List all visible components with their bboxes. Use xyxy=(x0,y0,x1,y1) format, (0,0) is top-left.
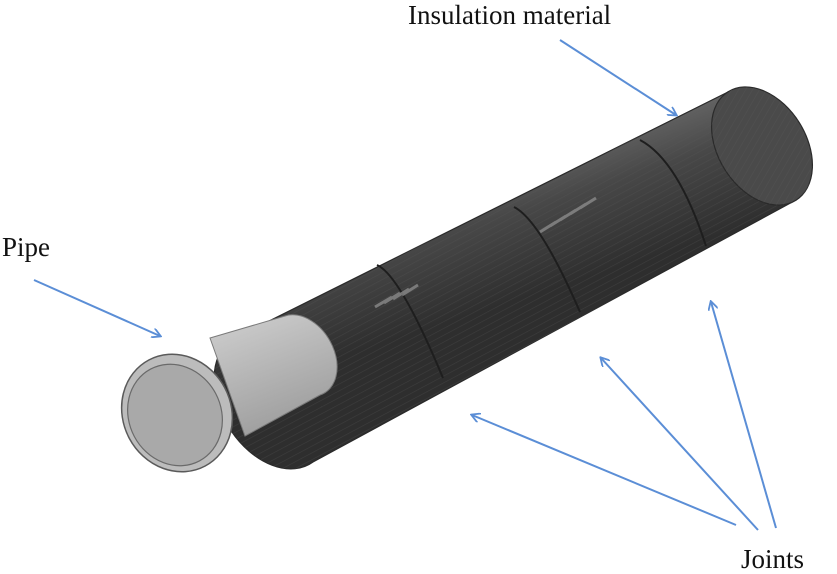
joints-label: Joints xyxy=(741,544,805,574)
pipe-body xyxy=(209,314,338,437)
pipe xyxy=(120,314,338,473)
arrows xyxy=(33,39,777,531)
joint-arrow xyxy=(711,302,777,529)
joint-line xyxy=(376,264,444,379)
pipe-label: Pipe xyxy=(2,232,51,262)
insulation-stripes xyxy=(374,196,597,309)
pipe-arrow xyxy=(33,279,160,336)
joint-arrow xyxy=(472,415,737,526)
insulation-end-cap-texture xyxy=(711,86,813,206)
joint-line xyxy=(639,139,707,247)
insulation-arrow xyxy=(559,39,676,115)
insulation-material xyxy=(213,86,814,470)
joint-arrow xyxy=(601,358,759,531)
joint-line xyxy=(513,206,581,313)
insulation-texture xyxy=(214,88,810,469)
pipe-inner-face xyxy=(127,363,223,467)
insulation-material-label: Insulation material xyxy=(408,0,612,30)
